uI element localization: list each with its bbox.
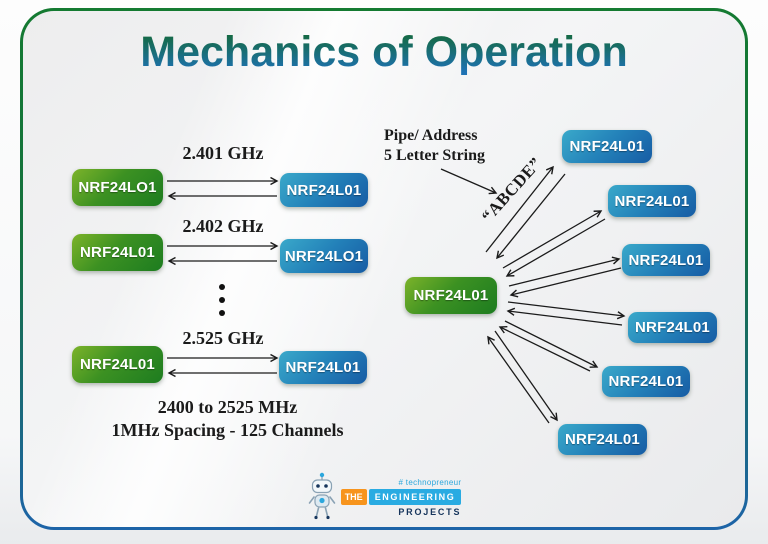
logo-projects: PROJECTS <box>398 507 462 517</box>
pipe-address-line2: 5 Letter String <box>384 146 486 164</box>
star-arrows <box>485 165 626 424</box>
node-tx-1: NRF24LO1 <box>72 169 163 206</box>
node-spoke-6: NRF24L01 <box>558 424 647 455</box>
node-rx-1: NRF24L01 <box>280 173 368 207</box>
freq-label-2: 2.402 GHz <box>182 216 264 236</box>
brand-logo: # technopreneur THE ENGINEERING PROJECTS <box>0 472 768 522</box>
channel-note: 2400 to 2525 MHz 1MHz Spacing - 125 Chan… <box>55 396 400 443</box>
node-spoke-3: NRF24L01 <box>622 244 710 276</box>
freq-label-3: 2.525 GHz <box>182 328 264 348</box>
logo-engineering: ENGINEERING <box>368 489 462 505</box>
pipe-address-line1: Pipe/ Address <box>384 127 478 144</box>
node-spoke-5: NRF24L01 <box>602 366 690 397</box>
pair-arrows-left <box>167 176 279 378</box>
robot-icon <box>308 472 335 520</box>
node-tx-3: NRF24L01 <box>72 346 163 383</box>
channel-note-line2: 1MHz Spacing - 125 Channels <box>111 420 344 441</box>
pipe-address-label: Pipe/ Address 5 Letter String <box>384 126 485 165</box>
page-title: Mechanics of Operation <box>0 28 768 77</box>
node-spoke-1: NRF24L01 <box>562 130 652 163</box>
ellipsis-dots <box>219 284 225 316</box>
node-hub: NRF24L01 <box>405 277 497 314</box>
pipe-pointer-arrow <box>440 168 498 195</box>
freq-label-1: 2.401 GHz <box>182 143 264 163</box>
channel-note-line1: 2400 to 2525 MHz <box>157 397 298 417</box>
node-rx-3: NRF24L01 <box>279 351 367 384</box>
node-spoke-4: NRF24L01 <box>628 312 717 343</box>
logo-hashtag: # technopreneur <box>398 478 462 487</box>
node-rx-2: NRF24LO1 <box>280 239 368 273</box>
logo-the: THE <box>340 489 367 505</box>
node-spoke-2: NRF24L01 <box>608 185 696 217</box>
node-tx-2: NRF24L01 <box>72 234 163 271</box>
